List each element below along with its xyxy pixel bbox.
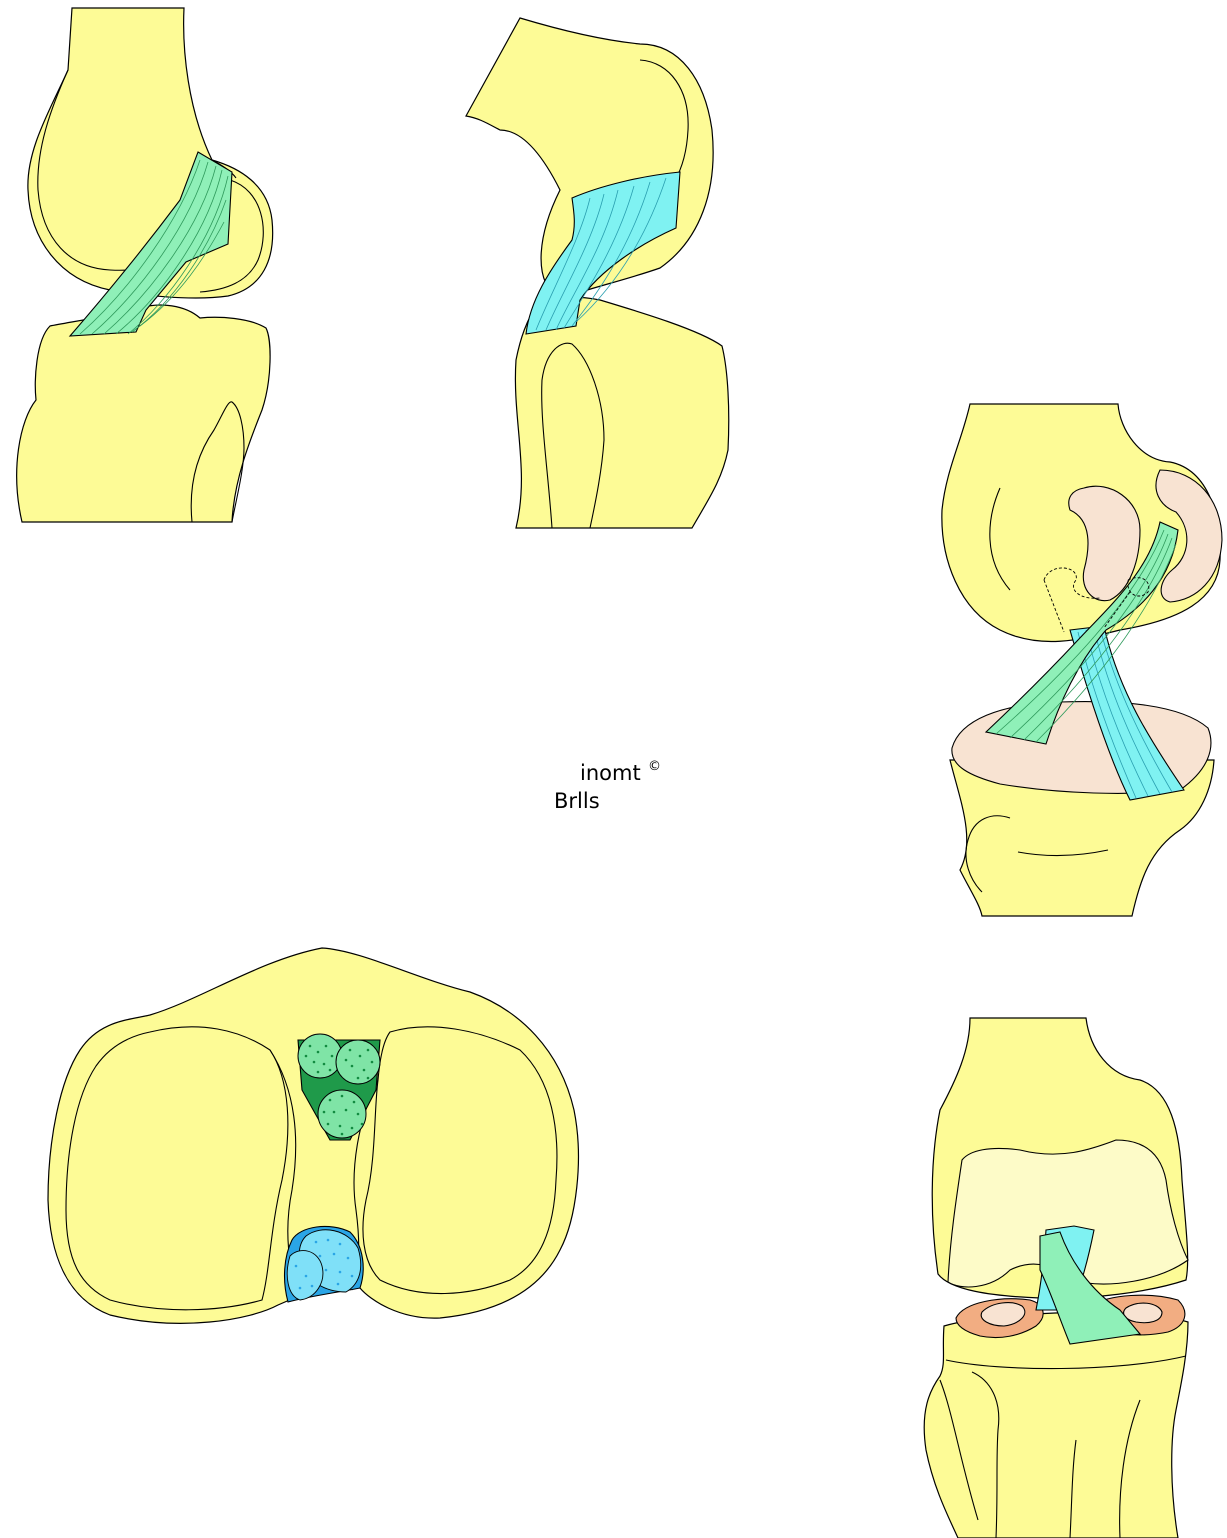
tibia-lateral-1	[17, 305, 270, 522]
logo-line-2: Brlls	[554, 789, 600, 813]
panel-lateral-green	[17, 8, 273, 522]
panel-anterior-cruciate	[942, 404, 1222, 916]
bundle-circle-1	[298, 1034, 342, 1078]
panel-anterior-extended	[924, 1018, 1188, 1538]
logo-line-1: inomt	[580, 761, 641, 785]
tibia-anterior-5	[924, 1313, 1188, 1538]
femur-anterior-3	[942, 404, 1220, 642]
panel-lateral-cyan	[466, 18, 729, 528]
tibia-lateral-2	[515, 297, 728, 528]
logo-copyright: ©	[648, 759, 661, 774]
brand-logo: inomt Brlls ©	[554, 759, 661, 813]
panel-tibial-plateau	[48, 948, 578, 1323]
